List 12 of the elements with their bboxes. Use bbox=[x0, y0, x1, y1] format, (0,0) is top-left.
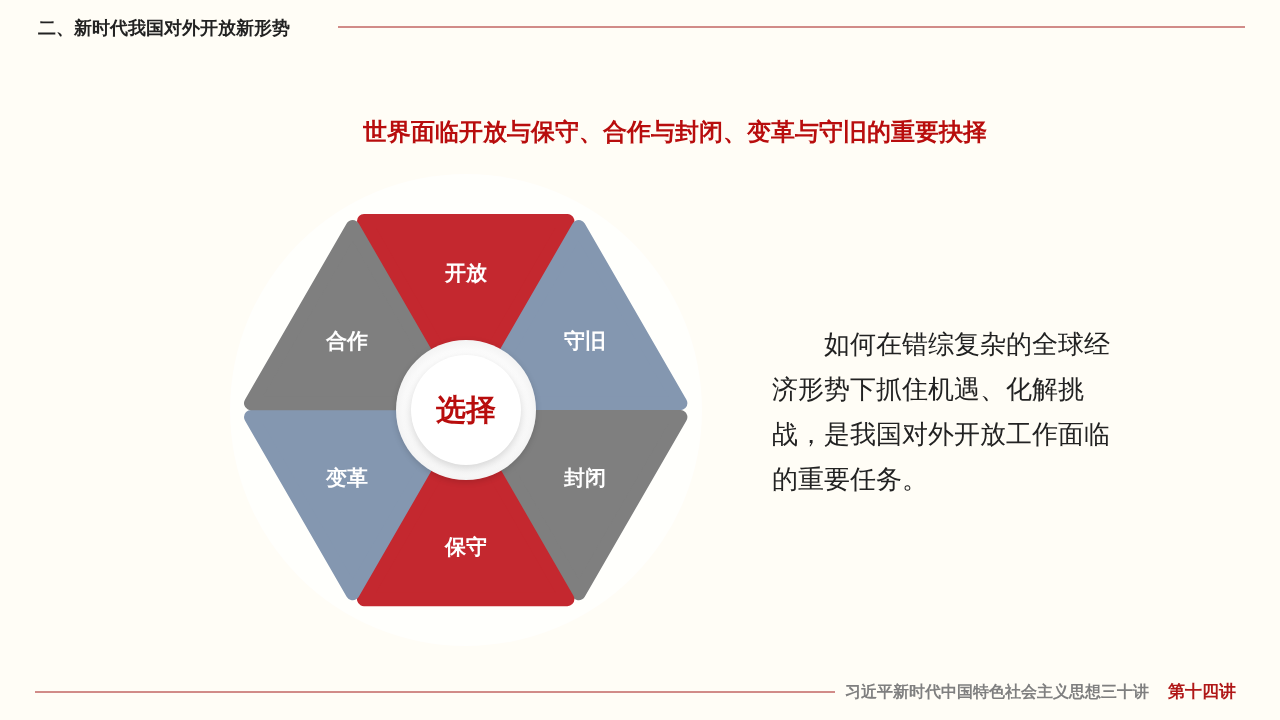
segment-label: 合作 bbox=[326, 328, 369, 356]
body-paragraph: 如何在错综复杂的全球经济形势下抓住机遇、化解挑战，是我国对外开放工作面临的重要任务。 bbox=[772, 328, 1111, 496]
center-label: 选择 bbox=[436, 390, 496, 429]
segment-label: 开放 bbox=[445, 260, 487, 287]
title: 世界面临开放与保守、合作与封闭、变革与守旧的重要抉择 bbox=[362, 117, 988, 148]
segment-label: 保守 bbox=[445, 534, 487, 561]
segment-label: 守旧 bbox=[563, 328, 606, 356]
section-heading: 二、新时代我国对外开放新形势 bbox=[38, 16, 290, 40]
segment-label: 封闭 bbox=[563, 465, 606, 493]
segment-label: 变革 bbox=[326, 465, 369, 493]
series-title: 习近平新时代中国特色社会主义思想三十讲 bbox=[845, 682, 1149, 703]
lecture-number: 第十四讲 bbox=[1168, 680, 1236, 703]
